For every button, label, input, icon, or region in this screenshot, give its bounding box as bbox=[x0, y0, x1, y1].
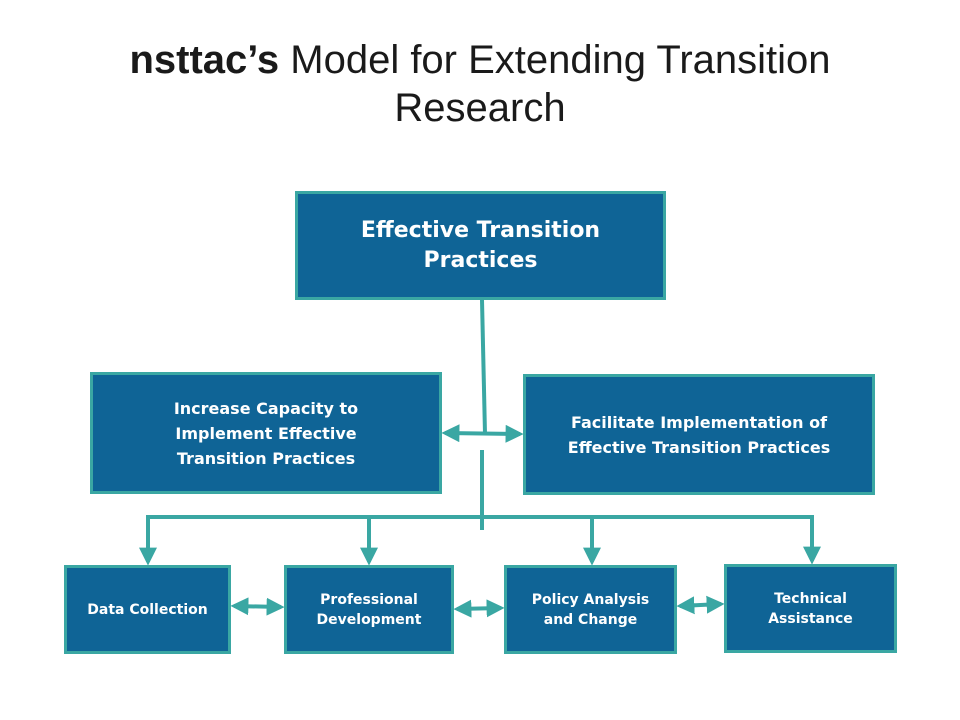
box-professional-development: Professional Development bbox=[284, 565, 454, 654]
trunk-line-upper bbox=[480, 299, 487, 435]
page-title: nsttac’s Model for Extending Transition … bbox=[60, 36, 900, 132]
box-label: Data Collection bbox=[87, 601, 208, 618]
box-label: Increase Capacity to Implement Effective… bbox=[173, 398, 359, 468]
double-arrow-policy-tech bbox=[676, 595, 725, 615]
box-effective-transition-practices: Effective Transition Practices bbox=[295, 191, 666, 300]
box-label: Professional Development bbox=[316, 591, 422, 628]
box-label: Facilitate Implementation of Effective T… bbox=[567, 412, 831, 457]
box-label: Technical Assistance bbox=[768, 590, 853, 627]
box-policy-analysis: Policy Analysis and Change bbox=[504, 565, 677, 654]
box-label: Effective Transition Practices bbox=[360, 217, 601, 273]
box-label: Policy Analysis and Change bbox=[531, 591, 650, 628]
double-arrow-prof-policy bbox=[453, 599, 505, 618]
box-facilitate-implementation: Facilitate Implementation of Effective T… bbox=[523, 374, 875, 495]
box-increase-capacity: Increase Capacity to Implement Effective… bbox=[90, 372, 442, 494]
double-arrow-data-prof bbox=[230, 597, 285, 616]
title-text: Model for Extending Transition Research bbox=[279, 38, 831, 130]
middle-double-arrow bbox=[441, 424, 524, 443]
title-organization: nsttac’s bbox=[129, 38, 280, 82]
box-technical-assistance: Technical Assistance bbox=[724, 564, 897, 653]
box-data-collection: Data Collection bbox=[64, 565, 231, 654]
